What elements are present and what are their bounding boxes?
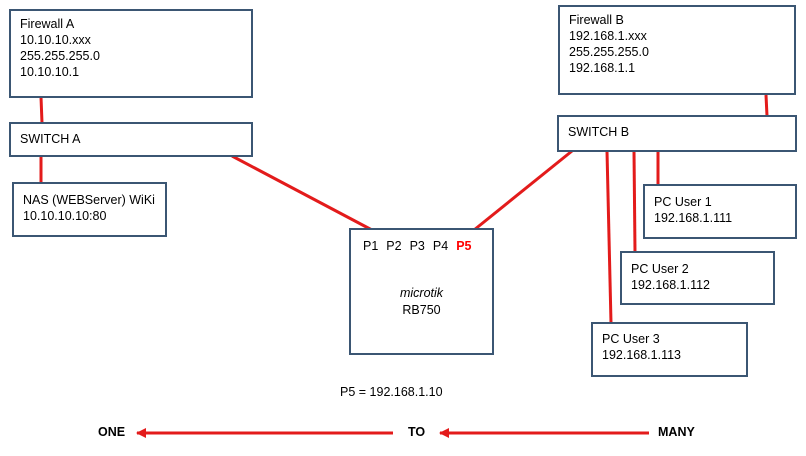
router-vendor: microtik: [399, 286, 444, 300]
pc-user-3-name: PC User 3: [602, 332, 660, 346]
pc-user-1-box: PC User 1 192.168.1.111: [643, 184, 797, 239]
nas-title: NAS (WEBServer) WiKi: [23, 193, 155, 207]
firewall-a-netmask: 255.255.255.0: [20, 49, 100, 63]
firewall-b-netmask: 255.255.255.0: [569, 45, 649, 59]
firewall-a-gateway: 10.10.10.1: [20, 65, 80, 79]
wire-switch-a-router: [231, 154, 373, 232]
port-p4: P4: [432, 239, 449, 253]
switch-b-box: SWITCH B: [557, 115, 797, 152]
switch-a-label: SWITCH A: [20, 132, 81, 146]
router-box: P1 P2 P3 P4 P5 microtik RB750: [349, 228, 494, 355]
firewall-b-ip-range: 192.168.1.xxx: [569, 29, 647, 43]
firewall-b-box: Firewall B 192.168.1.xxx 255.255.255.0 1…: [558, 5, 796, 95]
pc-user-1-ip: 192.168.1.111: [654, 211, 733, 225]
router-model: RB750: [402, 303, 441, 317]
pc-user-2-name: PC User 2: [631, 262, 689, 276]
switch-b-label: SWITCH B: [568, 125, 630, 139]
port-p2: P2: [386, 239, 402, 253]
wire-switch-b-pc2: [632, 150, 637, 253]
nas-box: NAS (WEBServer) WiKi 10.10.10.10:80: [12, 182, 167, 237]
flow-label-one: ONE: [98, 425, 126, 439]
port-p5-active: P5: [456, 239, 472, 253]
router-ports: P1 P2 P3 P4 P5: [363, 238, 479, 254]
flow-label-to: TO: [408, 425, 426, 439]
firewall-b-title: Firewall B: [569, 13, 624, 27]
wire-router-p5-switch-b: [473, 149, 573, 232]
pc-user-2-ip: 192.168.1.112: [631, 278, 711, 292]
firewall-a-title: Firewall A: [20, 17, 75, 31]
firewall-a-ip-range: 10.10.10.xxx: [20, 33, 91, 47]
nas-address: 10.10.10.10:80: [23, 209, 107, 223]
pc-user-3-box: PC User 3 192.168.1.113: [591, 322, 748, 377]
pc-user-3-ip: 192.168.1.113: [602, 348, 682, 362]
flow-label-many: MANY: [658, 425, 695, 439]
pc-user-1-name: PC User 1: [654, 195, 712, 209]
port-p1: P1: [363, 239, 379, 253]
switch-a-box: SWITCH A: [9, 122, 253, 157]
pc-user-2-box: PC User 2 192.168.1.112: [620, 251, 775, 305]
firewall-b-gateway: 192.168.1.1: [569, 61, 636, 75]
wire-firewall-a-switch-a: [39, 96, 44, 124]
wire-switch-b-pc3: [605, 150, 613, 324]
port-p3: P3: [409, 239, 425, 253]
wire-firewall-b-switch-b: [764, 94, 769, 117]
firewall-a-box: Firewall A 10.10.10.xxx 255.255.255.0 10…: [9, 9, 253, 98]
p5-caption: P5 = 192.168.1.10: [340, 385, 443, 399]
